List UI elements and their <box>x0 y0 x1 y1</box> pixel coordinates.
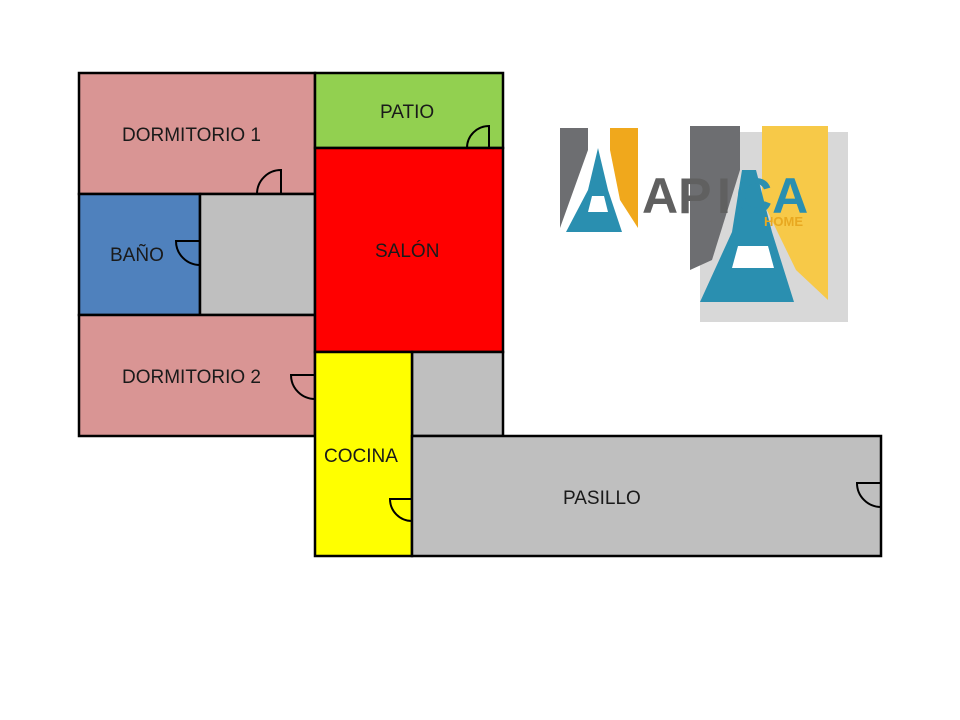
door-pasillo <box>855 482 882 508</box>
logo-sub-home: HOME <box>764 214 803 229</box>
room-dormitorio-1 <box>77 71 317 196</box>
label-bano: BAÑO <box>110 244 164 266</box>
logo-large-gray-icon <box>690 126 740 270</box>
room-salon <box>313 146 505 354</box>
logo-mark-yellow-icon <box>610 128 638 228</box>
apica-home-logo: AP I CA HOME <box>560 126 848 322</box>
logo-mark-white-cut-icon <box>588 196 608 212</box>
label-patio: PATIO <box>380 102 434 123</box>
door-cocina <box>388 498 413 522</box>
room-pasillo <box>410 434 883 558</box>
room-cocina <box>313 350 414 558</box>
door-bano <box>174 240 201 266</box>
door-patio <box>466 124 490 149</box>
door-dormitorio-2 <box>289 374 316 400</box>
label-pasillo: PASILLO <box>563 488 641 509</box>
logo-word-i: I <box>717 168 731 224</box>
label-dormitorio-2: DORMITORIO 2 <box>122 367 261 388</box>
room-storage-gray <box>410 350 505 438</box>
room-closet-gray <box>198 192 317 317</box>
logo-mark-teal-icon <box>566 148 622 232</box>
room-dormitorio-2 <box>77 313 317 438</box>
logo-large-teal-icon <box>700 170 794 302</box>
logo-word-ap: AP <box>642 168 711 224</box>
logo-large-white-cut-icon <box>732 246 774 268</box>
logo-large-yellow-icon <box>762 126 828 300</box>
label-dormitorio-1: DORMITORIO 1 <box>122 125 261 146</box>
logo-mark-gray-icon <box>560 128 588 228</box>
logo-word-ca: CA <box>736 168 808 224</box>
door-dormitorio-1 <box>256 168 282 195</box>
label-salon: SALÓN <box>375 240 439 262</box>
label-cocina: COCINA <box>324 446 398 467</box>
